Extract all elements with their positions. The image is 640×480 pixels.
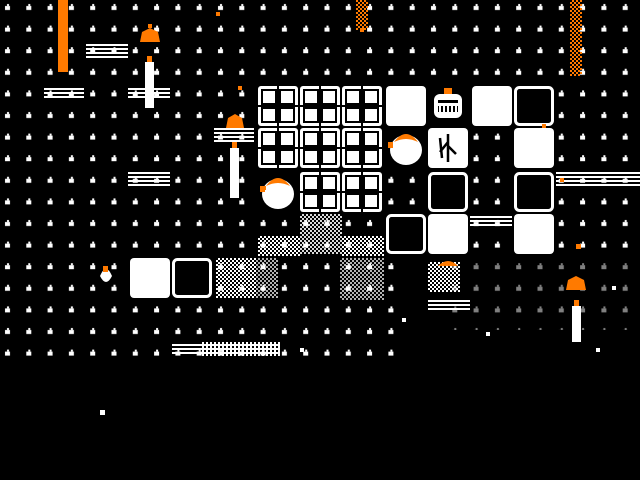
ledge (86, 44, 128, 58)
ledge (214, 128, 254, 142)
ledge (428, 298, 470, 312)
spark-particles (216, 12, 581, 249)
tile-grid-window (300, 172, 340, 212)
ledge (44, 86, 84, 100)
tile-outline (386, 214, 426, 254)
tile-dither (428, 261, 460, 292)
tile-solid (514, 128, 554, 168)
tile-grid-window (342, 172, 382, 212)
tile-grid (130, 86, 554, 298)
orange-chain-right (570, 0, 582, 76)
tile-grid-window (300, 86, 340, 126)
tile-solid (428, 214, 468, 254)
tile-grid-window (258, 86, 298, 126)
tile-egg (258, 172, 298, 212)
flame-icon (100, 266, 112, 282)
tile-outline (172, 258, 212, 298)
candle-icon (230, 142, 239, 198)
tile-grid-window (300, 128, 340, 168)
ledge (128, 172, 170, 186)
bell-icon (226, 114, 244, 128)
tile-solid (472, 86, 512, 126)
tile-outline (514, 86, 554, 126)
white-specks (100, 286, 616, 415)
orange-pipe-left (58, 0, 68, 72)
tile-robot (428, 86, 468, 126)
tile-solid (130, 258, 170, 298)
orange-chain-mid (356, 0, 368, 30)
dither-patch (200, 214, 384, 356)
tile-solid (386, 86, 426, 126)
tile-outline (514, 172, 554, 212)
bell-icon (566, 276, 586, 290)
tile-egg (386, 128, 426, 168)
tile-grid-window (342, 86, 382, 126)
tile-plant (428, 128, 468, 168)
tile-grid-window (258, 128, 298, 168)
candle-icon (145, 56, 154, 108)
tile-grid-window (342, 128, 382, 168)
ledge (470, 214, 512, 228)
dot-field-right-sparse (440, 260, 640, 330)
candle-icon (572, 300, 581, 342)
bell-icon (140, 24, 160, 42)
tile-outline (428, 172, 468, 212)
ledge (556, 172, 640, 186)
tile-solid (514, 214, 554, 254)
